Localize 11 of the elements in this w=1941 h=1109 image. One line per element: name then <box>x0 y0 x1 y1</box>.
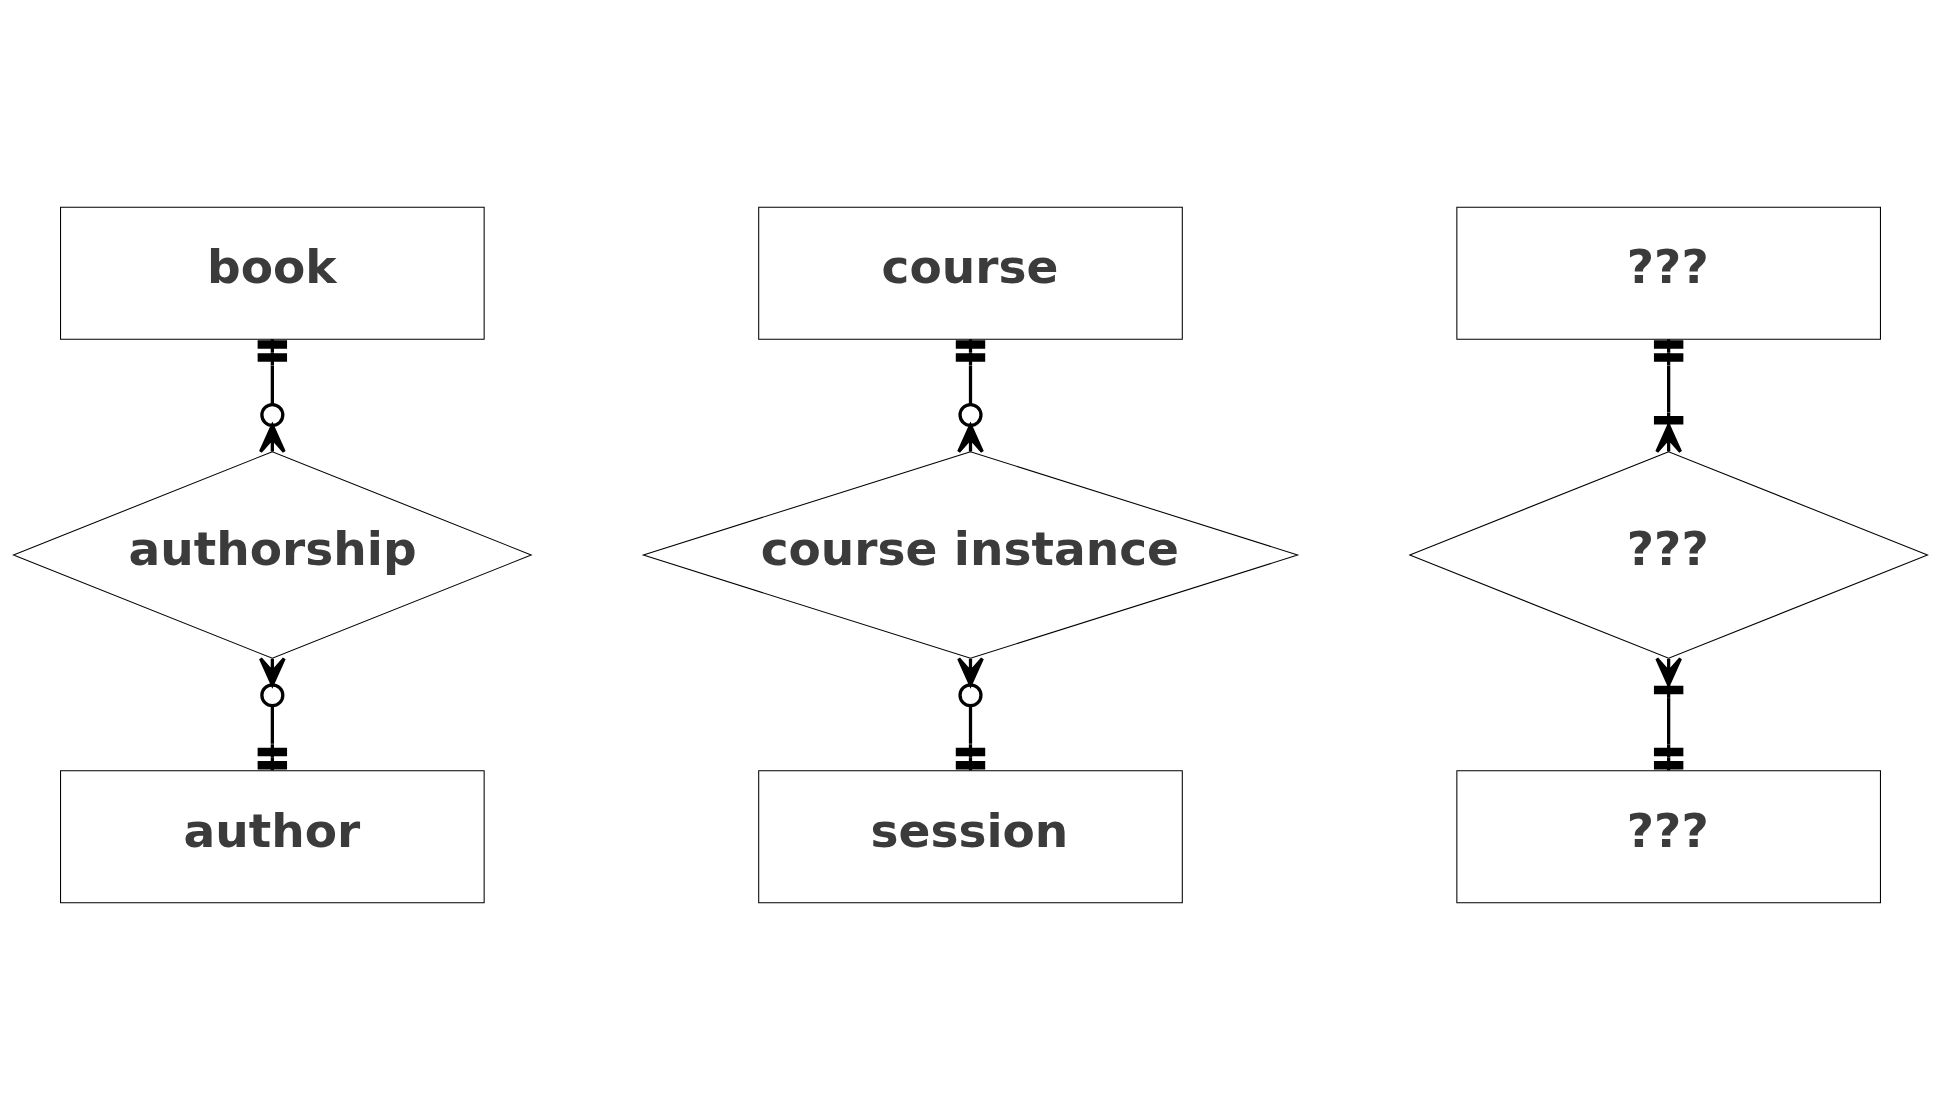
node-box: ??? <box>1456 769 1881 903</box>
node-box: book <box>60 206 485 340</box>
node-diamond: course instance <box>641 450 1300 659</box>
node-diamond: authorship <box>12 450 533 659</box>
node-box: course <box>758 206 1183 340</box>
node-diamond: ??? <box>1408 450 1929 659</box>
node-box: author <box>60 769 485 903</box>
connector <box>955 338 986 453</box>
node-box: ??? <box>1456 206 1881 340</box>
connector <box>257 338 288 453</box>
node-box: session <box>758 769 1183 903</box>
